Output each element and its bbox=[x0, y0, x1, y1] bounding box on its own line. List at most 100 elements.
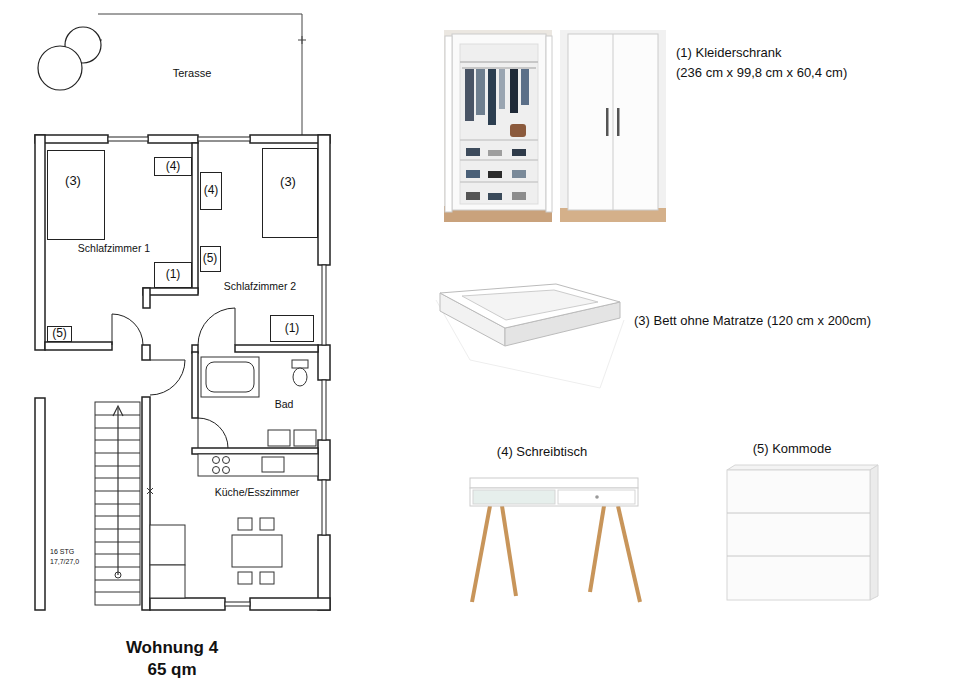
wardrobe-closed-photo bbox=[560, 30, 666, 222]
wardrobe-open-photo bbox=[512, 149, 526, 156]
kitchen-fixtures bbox=[232, 535, 282, 567]
dresser-photo bbox=[727, 465, 878, 470]
room-name: Schlafzimmer 2 bbox=[224, 280, 296, 292]
kitchen-fixtures bbox=[260, 572, 274, 584]
wardrobe-open-photo bbox=[460, 62, 538, 68]
wardrobe-open-photo bbox=[476, 69, 485, 115]
wardrobe-open-photo bbox=[466, 170, 480, 178]
apartment-title: Wohnung 4 bbox=[126, 638, 218, 658]
kitchen-fixtures bbox=[262, 457, 284, 472]
wardrobe-open-photo bbox=[510, 124, 526, 137]
wall bbox=[142, 397, 150, 610]
wardrobe-open-photo bbox=[512, 170, 526, 178]
wall bbox=[150, 598, 225, 610]
wardrobe-closed-photo bbox=[606, 108, 609, 136]
bathroom-fixtures bbox=[268, 430, 290, 446]
wall bbox=[192, 448, 318, 454]
stair-note: 17,7/27,0 bbox=[50, 558, 79, 566]
dresser-photo bbox=[727, 470, 870, 600]
bathroom-fixtures bbox=[293, 368, 307, 386]
wardrobe-closed-photo bbox=[568, 34, 658, 210]
desk-photo bbox=[590, 506, 604, 592]
wall bbox=[143, 288, 198, 295]
terrace-outline bbox=[98, 14, 302, 135]
staircase bbox=[95, 402, 153, 605]
wall bbox=[235, 345, 318, 352]
callout-number: (1) bbox=[166, 268, 181, 282]
wall bbox=[45, 342, 112, 350]
wardrobe-open-photo bbox=[445, 36, 452, 212]
dresser-photo bbox=[727, 465, 878, 600]
kitchen-fixtures bbox=[213, 467, 220, 474]
wardrobe-open-photo bbox=[488, 69, 496, 125]
wardrobe-closed-photo bbox=[613, 34, 614, 210]
callout-number: (4) bbox=[204, 184, 219, 198]
wall bbox=[318, 135, 330, 265]
staircase bbox=[95, 402, 140, 605]
callout-number: (5) bbox=[203, 252, 218, 266]
furniture-caption: (4) Schreibtisch bbox=[497, 444, 587, 460]
door-swing bbox=[198, 418, 228, 448]
door-swing bbox=[150, 360, 185, 395]
wall bbox=[318, 345, 330, 380]
window bbox=[322, 265, 326, 345]
tree-symbol bbox=[38, 27, 101, 90]
wardrobe-symbol: (1) bbox=[270, 315, 314, 342]
desk-photo bbox=[558, 490, 635, 504]
callout-number: (4) bbox=[166, 160, 181, 174]
kitchen-fixtures bbox=[150, 454, 318, 598]
tree-symbol bbox=[38, 46, 82, 90]
desk-photo bbox=[618, 506, 640, 602]
desk-photo bbox=[502, 506, 516, 596]
desk-photo bbox=[473, 490, 555, 504]
door-swing bbox=[112, 314, 143, 345]
wardrobe-open-photo bbox=[512, 192, 526, 200]
staircase bbox=[115, 572, 121, 578]
dresser-photo bbox=[870, 465, 878, 600]
desk-photo bbox=[472, 506, 490, 602]
wardrobe-open-photo bbox=[465, 69, 474, 121]
kitchen-fixtures bbox=[213, 457, 220, 464]
wardrobe-open-photo bbox=[444, 30, 552, 222]
room-name: Bad bbox=[275, 398, 294, 410]
bathroom-fixtures bbox=[206, 362, 254, 392]
wall bbox=[250, 598, 330, 610]
desk-symbol: (4) bbox=[154, 157, 192, 176]
wardrobe-open-photo bbox=[488, 171, 502, 178]
room-name: Terasse bbox=[173, 67, 212, 80]
wall bbox=[192, 143, 198, 293]
bathroom-fixtures bbox=[201, 357, 316, 446]
wardrobe-open-photo bbox=[444, 30, 552, 222]
wardrobe-symbol: (1) bbox=[154, 262, 192, 288]
bed-frame-photo bbox=[462, 290, 598, 320]
wardrobe-closed-photo bbox=[617, 108, 620, 136]
wardrobe-open-photo bbox=[546, 36, 552, 212]
wardrobe-open-photo bbox=[460, 140, 538, 182]
kitchen-fixtures bbox=[260, 518, 274, 530]
wardrobe-closed-photo bbox=[560, 30, 666, 222]
apartment-area: 65 qm bbox=[147, 660, 196, 680]
wardrobe-open-photo bbox=[521, 69, 529, 105]
door-swing bbox=[198, 308, 235, 345]
window bbox=[225, 602, 250, 606]
wall bbox=[318, 440, 330, 480]
window bbox=[322, 380, 326, 440]
window bbox=[322, 480, 326, 535]
window bbox=[108, 137, 148, 141]
room: Schlafzimmer 1(3)(4)(1)(5) bbox=[45, 143, 192, 342]
bed-frame-photo bbox=[440, 284, 620, 328]
desk-photo bbox=[470, 488, 638, 506]
wall bbox=[35, 135, 330, 610]
callout-number: (3) bbox=[65, 174, 81, 189]
wardrobe-open-photo bbox=[460, 44, 538, 204]
window bbox=[108, 137, 326, 606]
furniture-caption: (5) Kommode bbox=[753, 441, 832, 457]
furniture-dimensions: (236 cm x 99,8 cm x 60,4 cm) bbox=[676, 65, 847, 81]
wall bbox=[143, 288, 150, 308]
bathroom-fixtures bbox=[294, 430, 316, 446]
callout-number: (3) bbox=[280, 175, 296, 190]
dresser-photo bbox=[727, 513, 870, 556]
desk-symbol: (4) bbox=[200, 172, 222, 210]
